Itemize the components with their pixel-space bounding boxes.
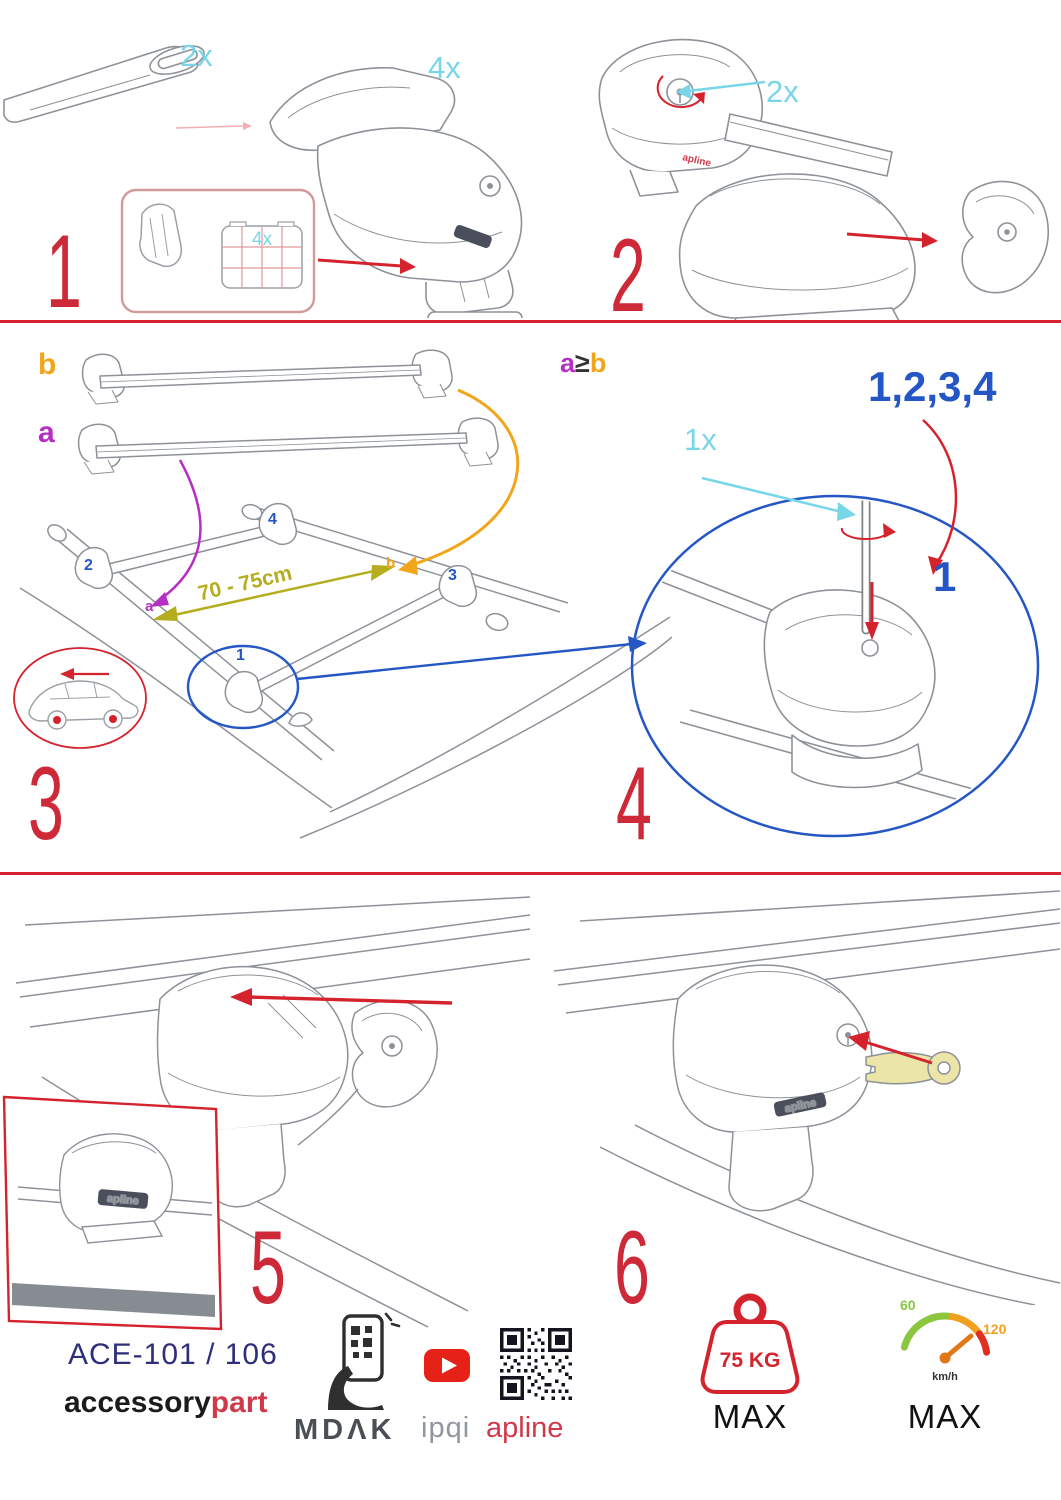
position-2-label: 2: [84, 557, 93, 574]
step-number-6: 6: [614, 1210, 650, 1326]
partner-mdak: MDΛK: [294, 1414, 396, 1446]
position-4-label: 4: [268, 511, 277, 528]
position-a-label: a: [145, 598, 154, 615]
key-qty-arrow: [676, 80, 766, 99]
leader-line: [175, 122, 252, 130]
foot-lock-drawing: apline: [672, 964, 873, 1212]
lock-cover-drawing: [961, 180, 1049, 294]
apline-logo-plate: [453, 224, 492, 248]
rubber-pad-inset: [120, 188, 316, 314]
crossbar-drawing: [3, 45, 205, 123]
speed-max-label: MAX: [907, 1398, 983, 1435]
rule-ge: ≥: [575, 348, 590, 378]
weight-max-label: MAX: [712, 1398, 788, 1435]
position-1-label: 1: [236, 647, 245, 664]
rule-a: a: [560, 348, 576, 378]
brand-logo: accessorypart: [64, 1388, 267, 1418]
step6-illustration: apline: [553, 890, 1061, 1305]
key-drawing: [865, 1051, 961, 1085]
youtube-icon: [424, 1349, 470, 1382]
lock-cover-drawing: [297, 999, 438, 1146]
push-down-arrow: [865, 582, 879, 640]
rule-b: b: [589, 348, 607, 378]
foot-clamp-drawing: [269, 67, 523, 318]
foot-detail-drawing: [763, 589, 936, 789]
car-direction-inset: [13, 647, 147, 749]
foot-top-drawing: [598, 38, 893, 197]
brand-part: part: [210, 1386, 268, 1419]
apline-logo: apline: [107, 1193, 140, 1208]
max-weight-icon: 75 KG: [700, 1293, 800, 1394]
slide-on-arrow: [230, 988, 453, 1006]
partner-apline: apline: [486, 1412, 564, 1444]
tool-quantity-label: 1x: [684, 422, 717, 457]
weight-value: 75 KG: [720, 1349, 781, 1372]
arrow-pad-to-foot: [317, 258, 416, 274]
attach-cover-arrow: [846, 232, 938, 248]
scan-phone-icon: [328, 1312, 401, 1410]
bar-b-label: b: [38, 348, 57, 381]
arrow-bar-b: [398, 388, 520, 575]
section-divider-bottom: [0, 872, 1061, 875]
position-b-label: b: [386, 555, 396, 572]
key-quantity-label: 2x: [766, 74, 799, 109]
detail-circle: [186, 644, 300, 730]
span-dimension-arrow: [152, 565, 396, 621]
gauge-high-label: 120: [983, 1321, 1006, 1337]
insert-key-arrow: [848, 1031, 933, 1065]
sequence-arrow: [922, 419, 958, 575]
step2-illustration: apline: [598, 38, 1049, 322]
foot-mount-drawing: [156, 965, 349, 1208]
step-number-3: 3: [28, 746, 64, 862]
crossbar-a-drawing: [77, 417, 499, 475]
product-code: ACE-101 / 106: [68, 1338, 278, 1371]
gauge-unit-label: km/h: [932, 1371, 958, 1383]
step5-illustration: apline: [2, 896, 531, 1331]
sequence-first-label: 1: [933, 553, 957, 600]
hand-icon: [328, 1366, 384, 1410]
foot-main-drawing: [678, 173, 916, 322]
rotate-arrow: [840, 523, 896, 541]
crossbar-b-drawing: [81, 349, 453, 405]
step4-illustration: [630, 419, 1040, 838]
unlock-rotate-arrow: [656, 75, 705, 109]
position-3-label: 3: [448, 567, 457, 584]
step1-illustration: [3, 45, 523, 318]
tighten-sequence-label: 1,2,3,4: [868, 363, 997, 410]
step-number-1: 1: [46, 214, 82, 330]
car-roof-drawing: [19, 502, 672, 839]
tool-qty-arrow: [701, 476, 856, 521]
partner-ipqi: ipqi: [421, 1412, 471, 1444]
zoom-circle: [630, 494, 1040, 838]
step-number-5: 5: [250, 1210, 286, 1326]
step3-illustration: [13, 349, 672, 839]
section-divider-top: [0, 320, 1061, 323]
bar-a-label: a: [38, 416, 55, 449]
direction-arrow: [60, 668, 109, 680]
step-number-2: 2: [610, 218, 646, 334]
gauge-low-label: 60: [900, 1297, 916, 1313]
bar-into-foot: [638, 559, 773, 624]
clamp-jaw-drawing: [139, 203, 183, 268]
foot-quantity-label: 4x: [428, 50, 461, 85]
speedometer-icon: 60 120 km/h: [900, 1297, 1006, 1383]
arrow-bar-a: [150, 459, 202, 607]
step-number-4: 4: [616, 746, 652, 862]
mounted-foot-inset: apline: [2, 1095, 223, 1331]
pad-quantity-label: 4x: [252, 229, 273, 250]
qr-code-icon: [500, 1328, 572, 1400]
brand-accessory: accessory: [64, 1386, 211, 1419]
spacing-rule-label: a≥b: [560, 350, 606, 377]
bar-quantity-label: 2x: [180, 38, 213, 73]
